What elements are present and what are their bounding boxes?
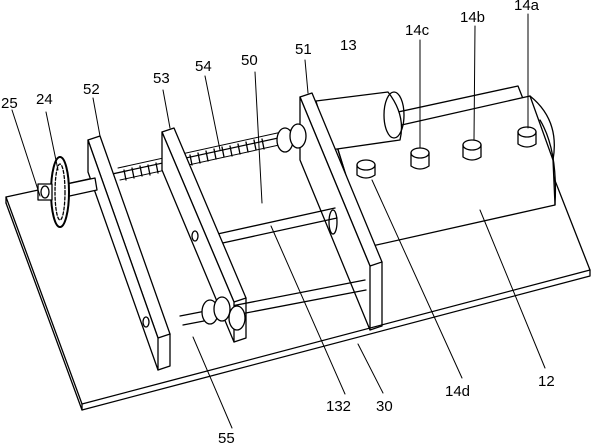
label-50: 50: [241, 52, 258, 69]
lead-screw: [117, 123, 307, 181]
label-13: 13: [340, 37, 357, 54]
label-14c: 14c: [405, 22, 430, 39]
callout-labels: 25 24 52 53 54 50 51 13 14c 14b 14a 132 …: [1, 0, 555, 446]
label-25: 25: [1, 95, 18, 112]
coupling-55: [201, 296, 231, 325]
port-14c: [410, 147, 430, 170]
port-14b: [462, 139, 482, 161]
label-30: 30: [376, 398, 393, 415]
label-132: 132: [326, 398, 351, 415]
gear-24: [37, 156, 98, 228]
label-14b: 14b: [460, 9, 485, 26]
label-55: 55: [218, 430, 235, 446]
label-53: 53: [153, 70, 170, 87]
leader-lines: [11, 13, 546, 429]
label-14d: 14d: [445, 383, 470, 400]
label-52: 52: [83, 81, 100, 98]
label-12: 12: [538, 373, 555, 390]
label-54: 54: [195, 58, 212, 75]
plate-53: [161, 127, 247, 343]
port-14d: [356, 159, 376, 179]
label-24: 24: [36, 91, 53, 108]
plate-52: [87, 135, 171, 371]
port-14a: [517, 126, 537, 148]
label-14a: 14a: [514, 0, 540, 14]
label-51: 51: [295, 41, 312, 58]
motor: [315, 91, 405, 151]
